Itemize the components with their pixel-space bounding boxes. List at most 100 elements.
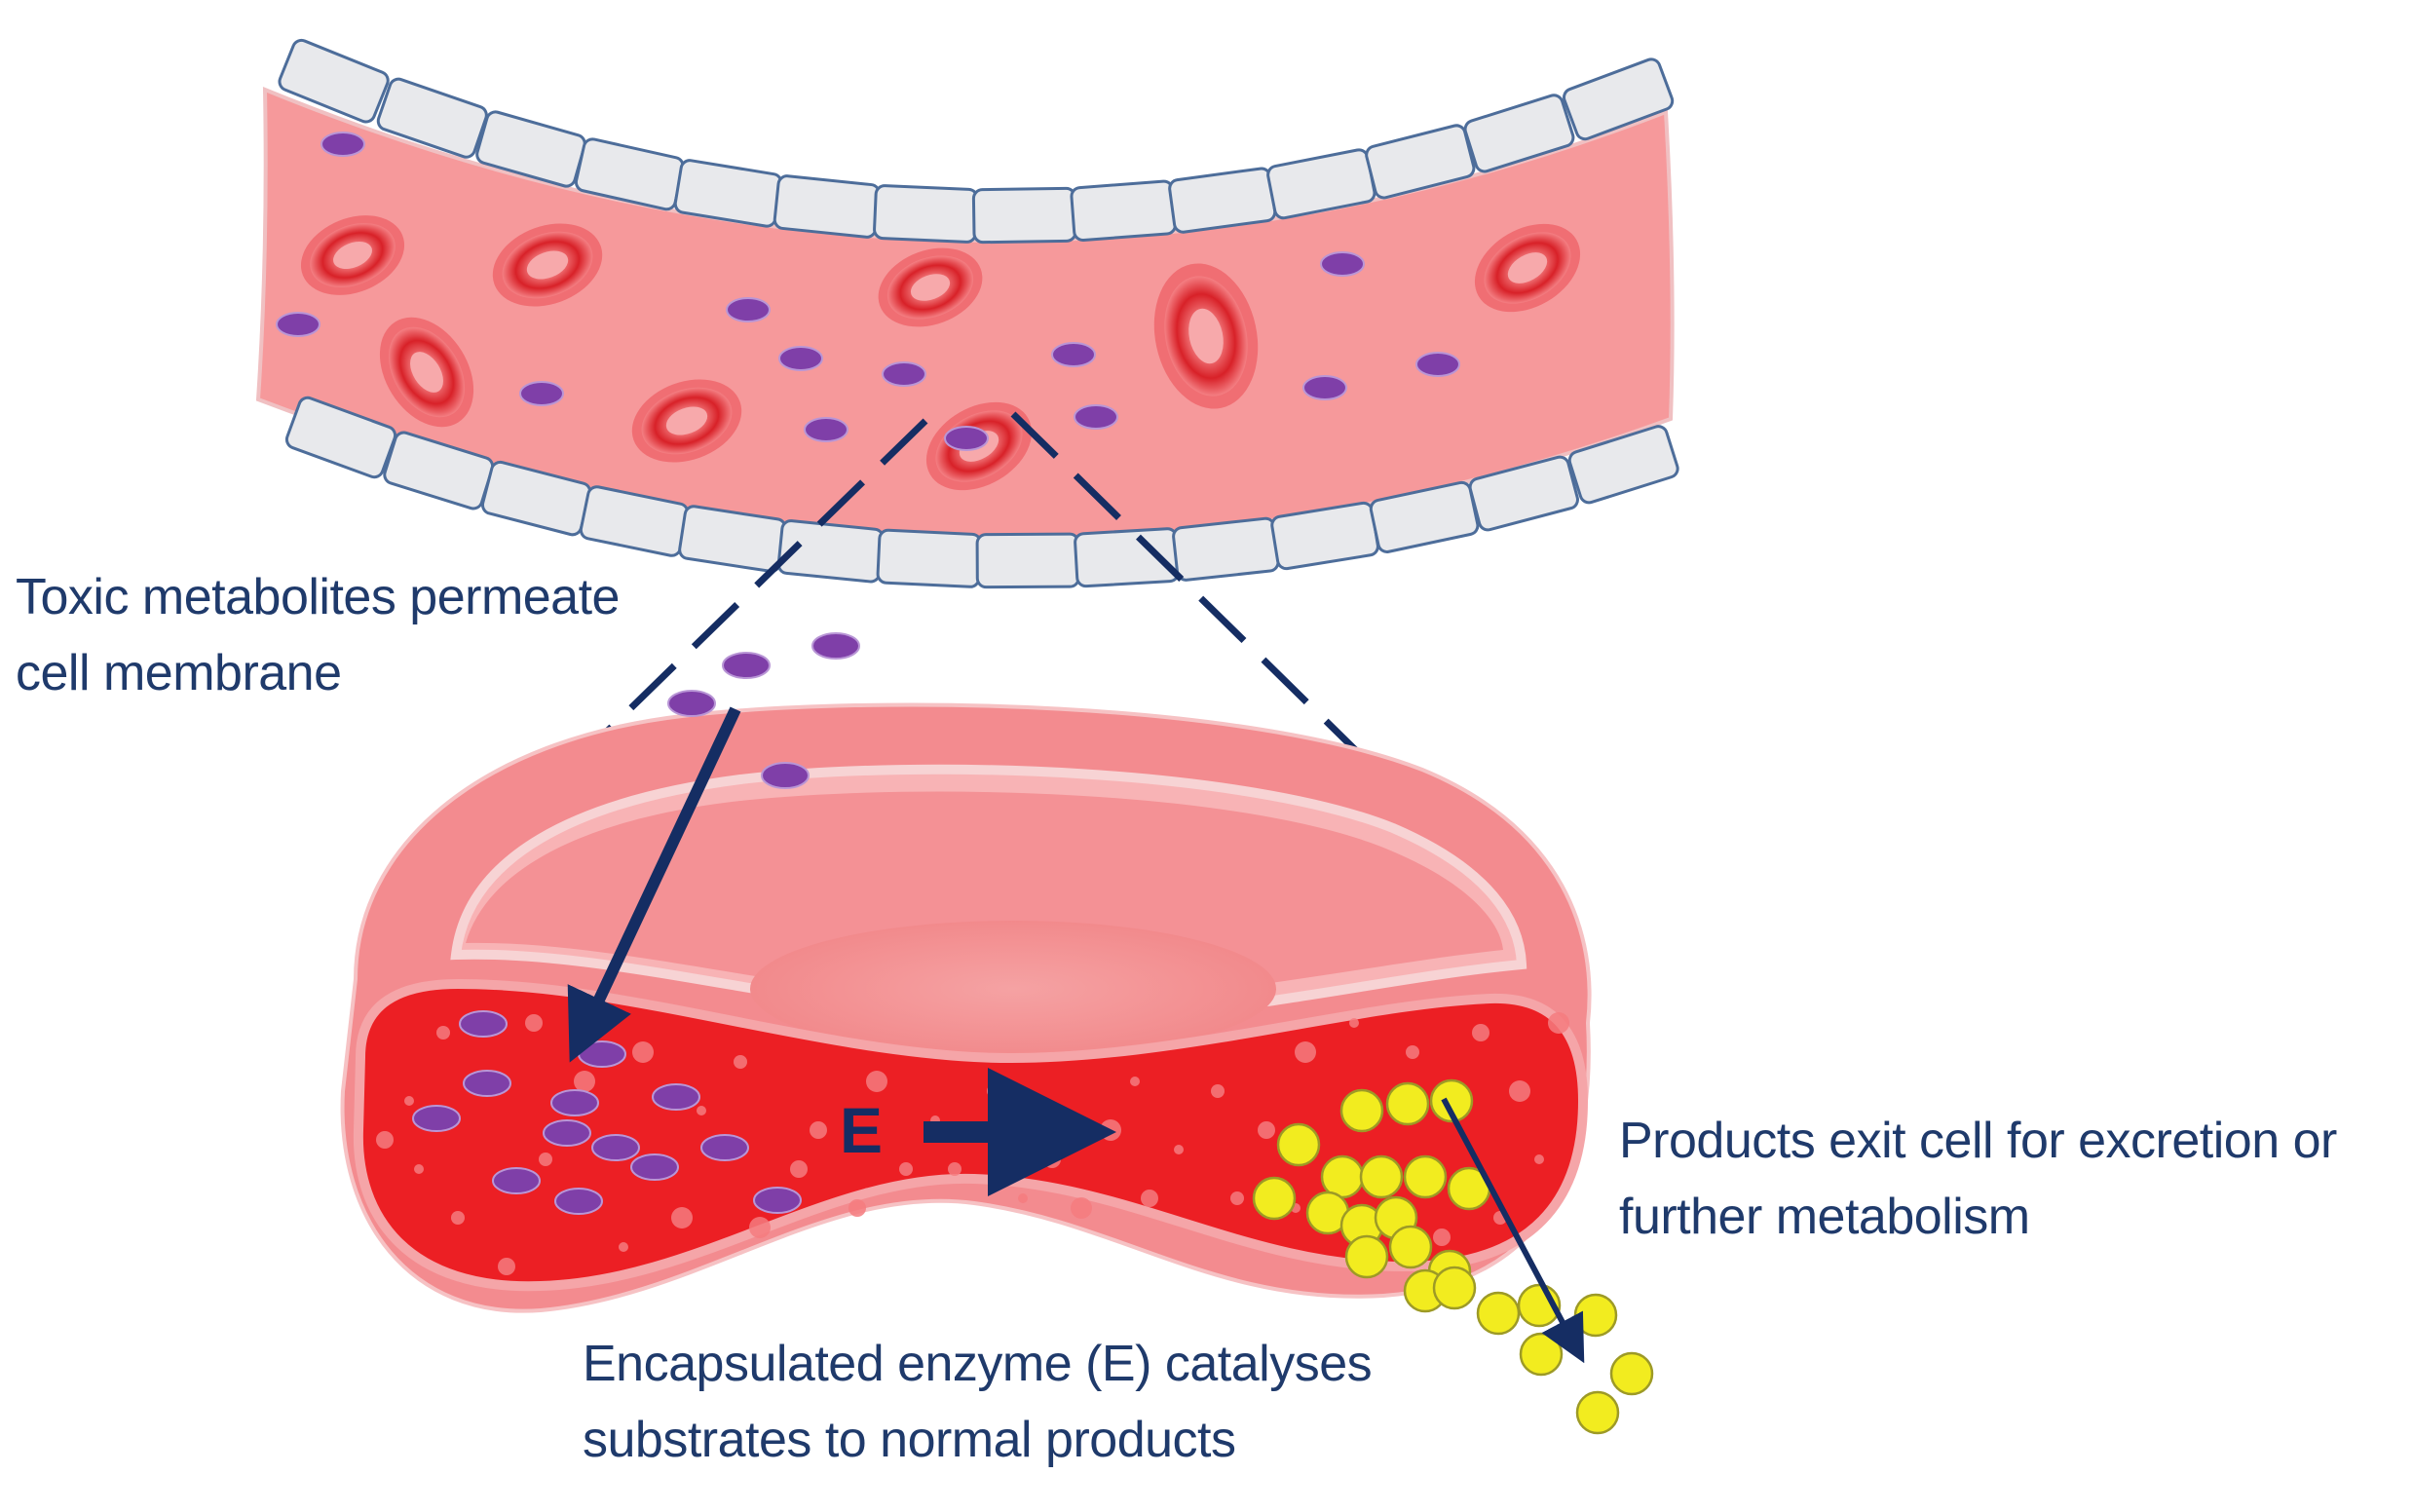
product-molecule <box>1573 1293 1618 1338</box>
cell-speck <box>414 1164 424 1174</box>
cell-speck <box>790 1160 808 1178</box>
caption-line: Encapsulated enzyme (E) catalyses <box>583 1336 1373 1392</box>
toxic-metabolite <box>459 1010 508 1038</box>
incoming-metabolites <box>667 632 860 789</box>
wall-cell <box>873 184 979 244</box>
product-molecule <box>1276 1122 1321 1167</box>
toxic-metabolite <box>1074 404 1118 430</box>
toxic-metabolite <box>882 361 926 387</box>
toxic-metabolite <box>630 1153 679 1181</box>
toxic-metabolite <box>811 632 860 660</box>
cell-speck <box>948 1162 961 1176</box>
cell-speck <box>1509 1080 1530 1102</box>
cell-speck <box>1230 1191 1244 1205</box>
toxic-metabolite <box>804 417 848 442</box>
vessel-wall-top <box>278 38 1675 245</box>
red-blood-cell-center <box>1507 252 1548 284</box>
wall-cell <box>971 186 1077 245</box>
toxic-metabolite <box>753 1187 802 1214</box>
wall-cell <box>1365 124 1476 200</box>
cell-speck <box>619 1242 628 1252</box>
wall-cell <box>1172 516 1280 582</box>
red-blood-cell-center <box>910 274 951 301</box>
toxic-metabolite <box>722 652 771 679</box>
toxic-metabolite <box>276 312 320 337</box>
cell-speck <box>987 1084 1000 1098</box>
toxic-metabolite <box>700 1134 749 1161</box>
caption-line: Toxic metabolites permeate <box>16 569 620 625</box>
cell-speck <box>1433 1228 1451 1246</box>
cell-speck <box>436 1026 450 1040</box>
red-blood-cell <box>492 223 603 307</box>
toxic-metabolite <box>1302 375 1347 400</box>
cell-speck <box>451 1211 465 1225</box>
entry-arrow <box>567 706 741 1063</box>
cell-speck <box>1258 1121 1275 1139</box>
wall-cell <box>876 528 983 588</box>
red-blood-cell <box>1153 263 1259 409</box>
cell-toxic-metabolites <box>412 1010 802 1215</box>
red-blood-cell-center <box>410 352 443 393</box>
toxic-metabolite <box>412 1105 461 1132</box>
toxic-metabolite <box>578 1040 626 1068</box>
toxic-metabolite <box>543 1119 591 1147</box>
cell-speck <box>866 1071 887 1092</box>
cell-speck <box>1174 1145 1184 1154</box>
toxic-metabolite <box>944 426 989 451</box>
cell-speck <box>376 1131 394 1149</box>
toxic-metabolite <box>463 1070 511 1097</box>
caption-toxic-metabolites: Toxic metabolites permeate cell membrane <box>16 559 620 711</box>
wall-cell <box>773 174 882 239</box>
cell-speck <box>1472 1024 1489 1041</box>
toxic-metabolite <box>550 1089 599 1116</box>
wall-cell <box>284 396 397 479</box>
toxic-metabolite <box>726 297 771 322</box>
cell-speck <box>1211 1084 1225 1098</box>
caption-encapsulated-enzyme: Encapsulated enzyme (E) catalyses substr… <box>583 1326 1373 1478</box>
cell-speck <box>1100 1119 1121 1141</box>
zoom-dashed-line-right <box>1010 411 1537 928</box>
red-blood-cell-center <box>526 250 569 280</box>
product-molecule <box>1344 1234 1389 1279</box>
wall-cell <box>975 532 1080 589</box>
wall-cell <box>376 77 488 159</box>
cell-speck <box>1018 1193 1028 1203</box>
toxic-metabolite <box>492 1167 541 1194</box>
red-blood-cell <box>300 215 405 295</box>
product-molecule <box>1519 1332 1564 1377</box>
cell-speck <box>525 1014 543 1032</box>
toxic-metabolite <box>652 1083 700 1111</box>
toxic-metabolite <box>667 690 716 717</box>
caption-line: Products exit cell for excretion or <box>1619 1113 2337 1169</box>
toxic-metabolite <box>554 1188 603 1215</box>
cell-speck <box>810 1121 827 1139</box>
product-molecule <box>1339 1088 1384 1133</box>
red-blood-cell <box>379 317 474 428</box>
cell-speck <box>848 1199 866 1217</box>
cell-speck <box>899 1162 913 1176</box>
cell-speck <box>1548 1012 1569 1034</box>
toxic-metabolite <box>320 132 365 157</box>
toxic-metabolite <box>1051 342 1096 367</box>
caption-line: substrates to normal products <box>583 1412 1236 1468</box>
red-blood-cell <box>878 247 983 327</box>
products <box>1252 1078 1654 1435</box>
wall-cell <box>1463 94 1575 173</box>
product-molecule <box>1359 1154 1404 1199</box>
product-molecule <box>1575 1390 1620 1435</box>
enzyme-letter: E <box>840 1094 883 1166</box>
vessel-wall-bottom <box>284 396 1679 589</box>
red-blood-cell <box>1474 223 1581 313</box>
cell-speck <box>1349 1018 1359 1028</box>
cell-speck <box>1141 1190 1158 1207</box>
cell-speck <box>1043 1151 1061 1168</box>
vessel-toxic-metabolites <box>276 132 1460 451</box>
cell-speck <box>539 1153 552 1166</box>
toxic-metabolite <box>591 1134 640 1161</box>
product-molecule <box>1609 1351 1654 1396</box>
cell-speck <box>404 1096 414 1106</box>
product-molecule <box>1429 1078 1474 1123</box>
exit-arrow <box>1441 1097 1585 1364</box>
red-blood-cell-center <box>333 241 372 270</box>
